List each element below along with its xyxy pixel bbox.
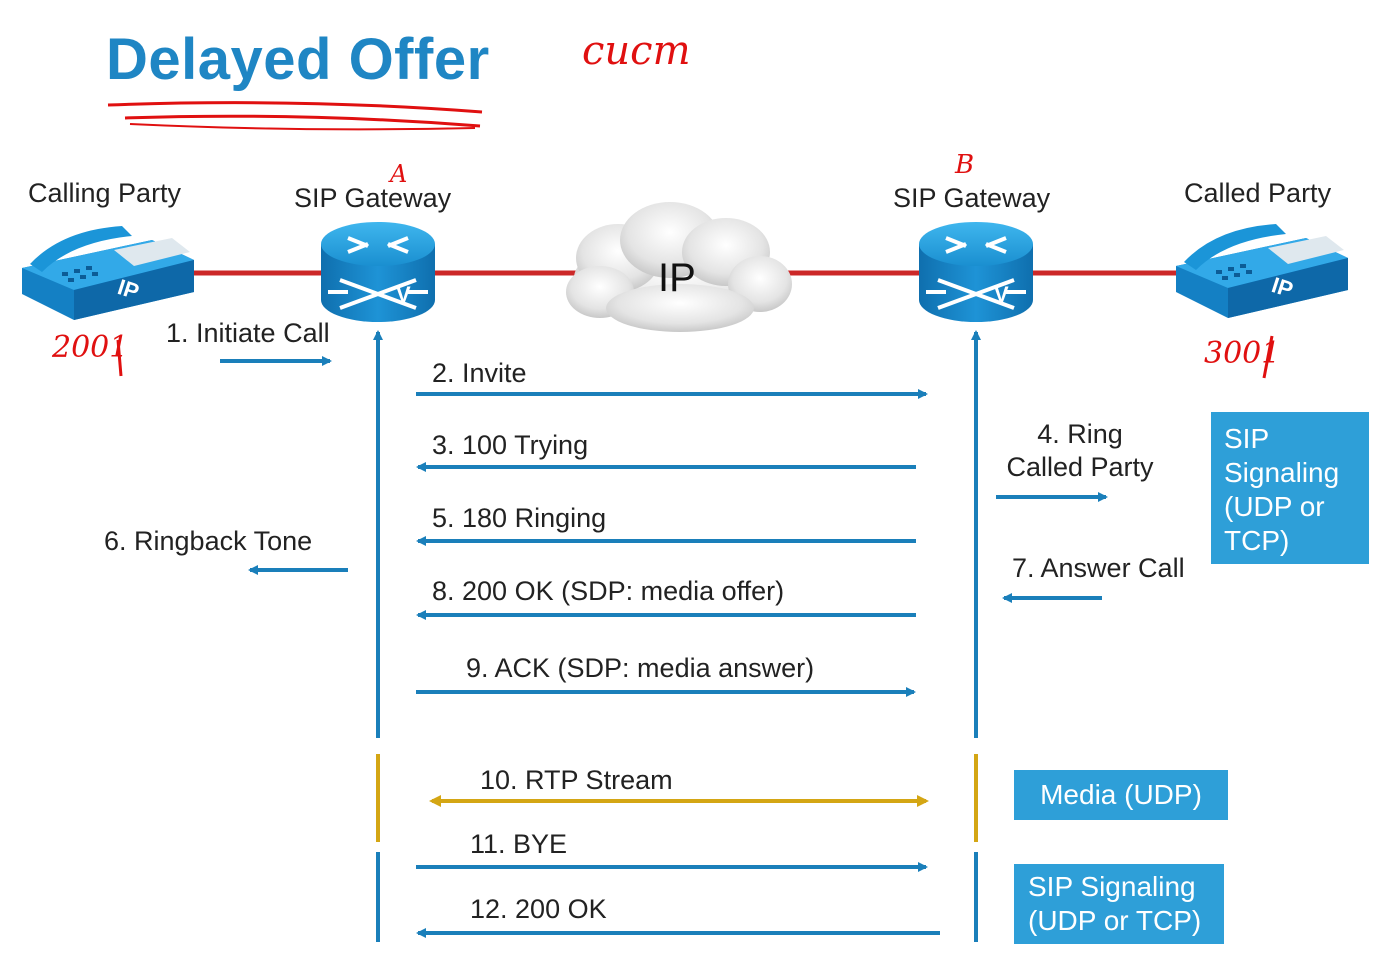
handwritten-stroke (116, 339, 123, 377)
ip-phone-icon: IP (22, 226, 194, 320)
svg-text:V: V (994, 282, 1009, 307)
underline-scribble-3 (129, 123, 476, 131)
svg-text:V: V (396, 282, 411, 307)
message-label: 10. RTP Stream (480, 765, 673, 795)
annotation-gateway-a: A (390, 160, 408, 188)
message-label: 8. 200 OK (SDP: media offer) (432, 576, 785, 606)
annotation-calling-extension: 2001 (52, 330, 129, 365)
underline-scribble-1 (107, 101, 483, 114)
message-label: 2. Invite (432, 358, 527, 388)
label-sip-gateway-a: SIP Gateway (294, 183, 452, 213)
handwritten-stroke (1262, 335, 1274, 379)
annotation-called-extension: 3001 (1204, 336, 1281, 371)
message-label: 9. ACK (SDP: media answer) (466, 653, 815, 683)
annotation-gateway-b: B (955, 150, 975, 180)
label-calling-party: Calling Party (28, 178, 182, 208)
message-label: 12. 200 OK (470, 894, 607, 924)
label-ip-cloud: IP (658, 256, 696, 300)
underline-scribble-2 (124, 114, 481, 128)
ip-cloud-icon (566, 202, 792, 332)
label-sip-gateway-b: SIP Gateway (893, 183, 1051, 213)
annotation-cucm: cucm (582, 28, 691, 74)
page-title: Delayed Offer (106, 27, 490, 92)
message-label: 11. BYE (470, 829, 568, 859)
message-label: 5. 180 Ringing (432, 503, 607, 533)
voice-router-icon: V (321, 222, 435, 322)
message-label: 7. Answer Call (1012, 553, 1185, 583)
message-label: 4. Ring Called Party (1006, 419, 1154, 482)
ip-phone-icon: IP (1176, 224, 1348, 318)
legend-sip-signaling-top: SIP Signaling (UDP or TCP) (1211, 412, 1369, 564)
legend-sip-signaling-bottom: SIP Signaling (UDP or TCP) (1014, 864, 1224, 944)
label-called-party: Called Party (1184, 178, 1332, 208)
message-label: 3. 100 Trying (432, 430, 589, 460)
legend-media: Media (UDP) (1014, 770, 1228, 820)
message-label: 6. Ringback Tone (104, 526, 313, 556)
message-label: 1. Initiate Call (166, 318, 330, 348)
voice-router-icon: V (919, 222, 1033, 322)
